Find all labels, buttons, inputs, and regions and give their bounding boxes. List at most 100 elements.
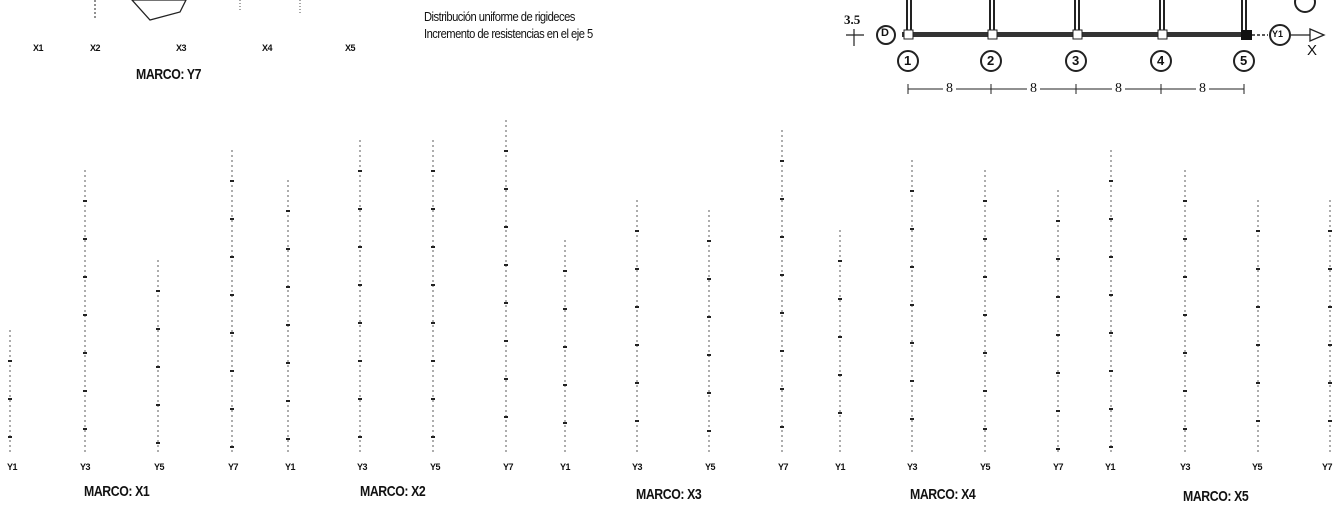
column-tick xyxy=(358,284,362,286)
column-tick xyxy=(635,382,639,384)
frame-title-x4: MARCO: X4 xyxy=(910,486,976,503)
column-tick xyxy=(1109,218,1113,220)
column-tick xyxy=(286,248,290,250)
column-tick xyxy=(83,200,87,202)
column-tick xyxy=(431,246,435,248)
plan-view: 3.5 D 1 2 3 4 5 Y1 X 8 8 8 8 xyxy=(840,0,1341,100)
y1-marker-label: Y1 xyxy=(1272,29,1284,39)
column-tick xyxy=(1328,344,1332,346)
column-tick xyxy=(707,278,711,280)
column-tick xyxy=(1328,420,1332,422)
column-tick xyxy=(1256,420,1260,422)
column-tick xyxy=(83,428,87,430)
x-axis-label: X xyxy=(1307,42,1318,59)
column-tick xyxy=(1056,258,1060,260)
column-tick xyxy=(707,240,711,242)
column-tick xyxy=(83,314,87,316)
column-tick xyxy=(780,236,784,238)
column-tick xyxy=(156,290,160,292)
column-tick xyxy=(8,360,12,362)
column-tick xyxy=(504,340,508,342)
column-tick xyxy=(1256,268,1260,270)
column-tick xyxy=(563,422,567,424)
column-tick xyxy=(431,322,435,324)
column-tick xyxy=(910,228,914,230)
notes: Distribución uniforme de rigideces Incre… xyxy=(424,8,593,42)
column-tick xyxy=(230,256,234,258)
column-tick xyxy=(358,322,362,324)
column-tick xyxy=(635,344,639,346)
frame-x2-axis-y5: Y5 xyxy=(430,462,441,472)
column-tick xyxy=(563,346,567,348)
column-tick xyxy=(707,354,711,356)
frame-x1-axis-y3: Y3 xyxy=(80,462,91,472)
column-tick xyxy=(1109,180,1113,182)
frame-x5-axis-y5: Y5 xyxy=(1252,462,1263,472)
axis-label-x3: X3 xyxy=(176,43,187,53)
column-tick xyxy=(780,426,784,428)
column-tick xyxy=(1056,334,1060,336)
column-tick xyxy=(780,274,784,276)
column-tick xyxy=(83,238,87,240)
column-tick xyxy=(780,350,784,352)
column-tick xyxy=(983,390,987,392)
col-label-1: 1 xyxy=(904,53,912,68)
column-tick xyxy=(504,264,508,266)
column-tick xyxy=(1183,200,1187,202)
column-tick xyxy=(838,260,842,262)
column-tick xyxy=(358,246,362,248)
frame-x3-axis-y3: Y3 xyxy=(632,462,643,472)
frame-title-x2: MARCO: X2 xyxy=(360,483,426,500)
column-tick xyxy=(707,392,711,394)
column-tick xyxy=(431,170,435,172)
column-tick xyxy=(635,230,639,232)
column-tick xyxy=(1183,276,1187,278)
column-tick xyxy=(286,362,290,364)
column-tick xyxy=(358,208,362,210)
column-tick xyxy=(1183,314,1187,316)
col-label-5: 5 xyxy=(1240,53,1248,68)
column-tick xyxy=(504,150,508,152)
column-tick xyxy=(780,312,784,314)
column-tick xyxy=(635,420,639,422)
column-tick xyxy=(230,370,234,372)
column-tick xyxy=(1056,372,1060,374)
dim-3-5: 3.5 xyxy=(844,12,861,27)
column-tick xyxy=(983,352,987,354)
col-label-2: 2 xyxy=(987,53,995,68)
column-tick xyxy=(707,316,711,318)
column-tick xyxy=(230,218,234,220)
column-tick xyxy=(983,314,987,316)
axis-label-x1: X1 xyxy=(33,43,44,53)
span-3: 8 xyxy=(1112,81,1125,97)
column-tick xyxy=(1328,382,1332,384)
column-tick xyxy=(286,438,290,440)
frame-title-x5: MARCO: X5 xyxy=(1183,488,1249,505)
column-tick xyxy=(431,284,435,286)
column-tick xyxy=(230,332,234,334)
column-tick xyxy=(1109,370,1113,372)
column-tick xyxy=(910,380,914,382)
column-tick xyxy=(1328,306,1332,308)
frame-x3-axis-y5: Y5 xyxy=(705,462,716,472)
column-tick xyxy=(358,170,362,172)
column-tick xyxy=(1256,306,1260,308)
column-tick xyxy=(1056,410,1060,412)
column-tick xyxy=(358,398,362,400)
column-tick xyxy=(286,286,290,288)
column-tick xyxy=(156,404,160,406)
frame-y7-sketch xyxy=(94,0,301,21)
column-tick xyxy=(910,266,914,268)
column-tick xyxy=(431,360,435,362)
column-tick xyxy=(1183,428,1187,430)
column-tick xyxy=(1328,268,1332,270)
span-1: 8 xyxy=(943,81,956,97)
column-tick xyxy=(286,400,290,402)
column-tick xyxy=(8,436,12,438)
column-tick xyxy=(780,198,784,200)
frame-x2-axis-y1: Y1 xyxy=(285,462,296,472)
column-tick xyxy=(983,428,987,430)
column-tick xyxy=(358,360,362,362)
note-line-2: Incremento de resistencias en el eje 5 xyxy=(424,26,593,41)
column-tick xyxy=(83,276,87,278)
